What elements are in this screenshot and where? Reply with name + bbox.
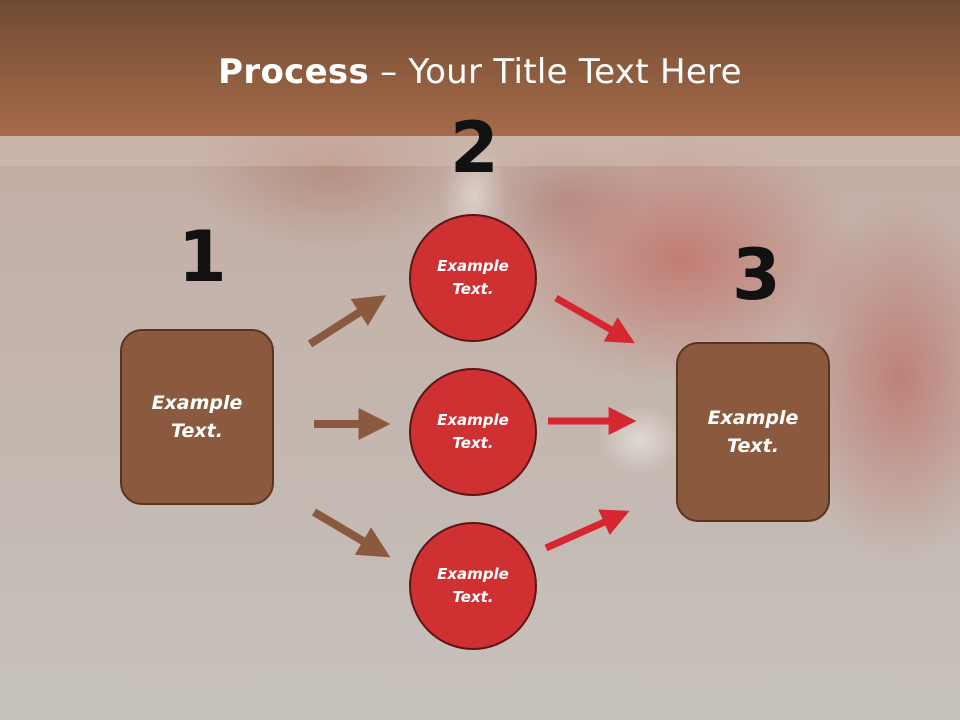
arrow-top-to-right: [554, 294, 635, 344]
circle-top: Example Text.: [409, 214, 537, 342]
title-rest: – Your Title Text Here: [369, 52, 742, 92]
title-bold: Process: [218, 52, 370, 92]
step-3-number: 3: [732, 234, 781, 316]
page-title: Process – Your Title Text Here: [0, 52, 960, 92]
title-bar-band: [0, 136, 960, 166]
arrow-left-to-top: [307, 295, 387, 348]
circle-bottom: Example Text.: [409, 522, 537, 650]
step-2-number: 2: [450, 107, 499, 189]
circle-middle: Example Text.: [409, 368, 537, 496]
left-box: Example Text.: [120, 329, 274, 505]
step-1-number: 1: [178, 216, 227, 298]
arrow-bottom-to-right: [544, 509, 630, 552]
arrow-left-to-bottom: [311, 508, 391, 558]
right-box: Example Text.: [676, 342, 830, 522]
title-bar: [0, 0, 960, 136]
